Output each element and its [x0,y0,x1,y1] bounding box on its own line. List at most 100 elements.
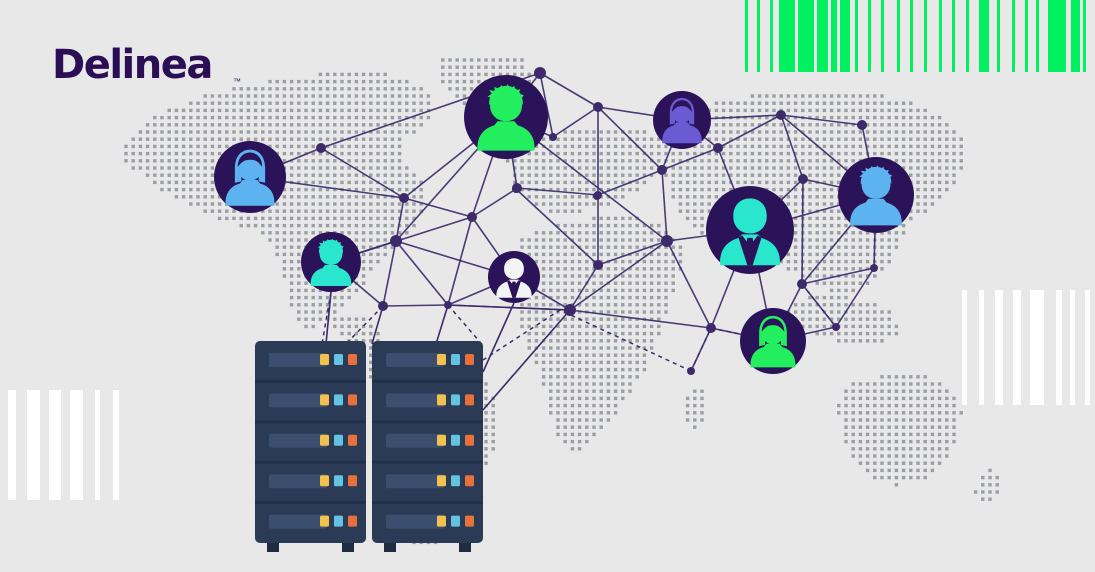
network-node [467,212,477,222]
barcode-bar [757,0,760,72]
network-node [399,193,409,203]
network-node [593,102,603,112]
barcode-bar [868,0,871,72]
barcode-bar [831,0,837,72]
led-blue [451,434,460,446]
server-unit-slot [269,474,327,489]
barcode-bar [840,0,850,72]
server-network-links [325,291,571,411]
network-node [378,301,388,311]
barcode-bar [798,0,814,72]
network-node [390,235,402,247]
led-blue [334,434,343,446]
barcode-bar [70,390,83,500]
barcode-bar [1070,290,1075,405]
barcode-bar [779,0,795,72]
led-blue [451,475,460,487]
barcode-bar [924,0,927,72]
led-blue [451,354,460,365]
led-orange [348,475,357,487]
barcode-bar [49,390,61,500]
delinea-logo: Delinea ™ [52,42,241,88]
user-icon [310,238,352,286]
network-node [444,301,452,309]
server-unit-divider [372,501,483,505]
barcode-bar [27,390,40,500]
network-node [595,261,603,269]
network-node [534,67,546,79]
green-barcode [745,0,1095,72]
barcode-bar [817,0,828,72]
barcode-bar [997,0,1000,72]
led-blue [334,394,343,406]
led-orange [465,394,474,406]
led-yellow [320,394,329,406]
led-blue [334,475,343,487]
network-edges [249,72,877,372]
avatar-north-east[interactable] [653,91,711,149]
server-unit-divider [255,501,366,505]
network-node [832,323,840,331]
server-unit-divider [255,460,366,464]
network-node [687,367,695,375]
white-barcode-left [8,390,119,500]
barcode-bar [770,0,773,72]
user-icon [850,165,902,226]
user-icon [225,149,275,206]
led-yellow [437,434,446,446]
barcode-bar [1085,290,1090,405]
network-node [713,143,723,153]
led-yellow [437,515,446,527]
server-unit-divider [255,379,366,383]
server-rack-foot [342,543,354,552]
server-unit-slot [269,514,327,529]
barcode-bar [95,390,100,500]
barcode-bar [1071,0,1080,72]
network-node [797,279,807,289]
avatar-asia-primary[interactable] [706,186,794,274]
server-unit-divider [372,379,483,383]
white-barcode-right [962,290,1095,405]
barcode-bar [855,0,858,72]
server-unit-slot [386,433,444,448]
network-node [658,165,666,173]
user-icon [750,315,796,368]
barcode-bar [1056,290,1062,405]
server-unit-divider [372,420,483,424]
barcode-bar [1012,0,1015,72]
network-node [857,120,867,130]
avatar-europe-west[interactable] [214,141,286,213]
avatar-north-atlantic[interactable] [301,232,361,292]
server-unit-slot [386,474,444,489]
network-node [512,185,520,193]
led-blue [451,394,460,406]
led-orange [348,434,357,446]
avatar-north-america[interactable] [464,75,548,159]
server-unit-slot [386,393,444,408]
barcode-bar [8,390,16,500]
led-yellow [320,515,329,527]
barcode-bar [979,290,984,405]
avatar-central[interactable] [488,251,540,303]
network-node [661,235,673,247]
user-icon [662,97,702,144]
network-node [564,304,576,316]
server-rack-foot [384,543,396,552]
server-racks [255,341,483,552]
user-icon [720,198,780,266]
led-orange [348,354,357,365]
led-yellow [320,434,329,446]
led-orange [348,394,357,406]
server-unit-divider [372,460,483,464]
avatar-south-east[interactable] [740,308,806,374]
server-unit-divider [255,420,366,424]
barcode-bar [1036,0,1039,72]
led-yellow [320,475,329,487]
barcode-bar [1013,290,1021,405]
server-unit-slot [269,393,327,408]
server-rack [372,341,483,552]
avatar-asia-far[interactable] [838,157,914,233]
